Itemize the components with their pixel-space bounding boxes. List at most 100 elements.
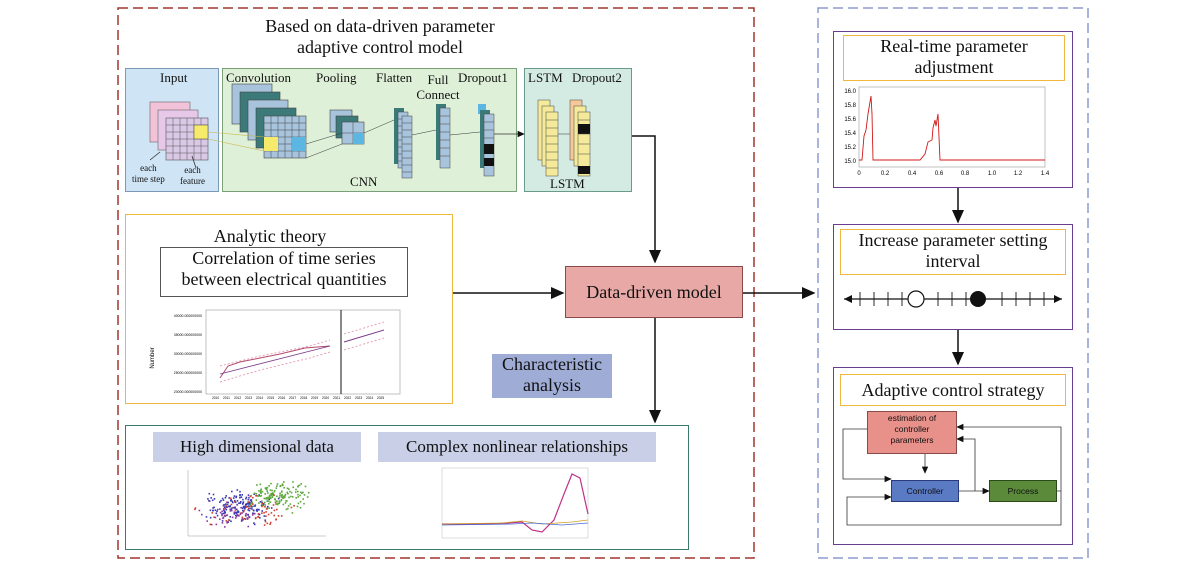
scatter-point [268,498,271,501]
scatter-point [279,494,281,497]
scatter-point [268,497,271,499]
scatter-point [271,493,274,496]
scatter-point [299,494,301,497]
scatter-point [295,497,297,499]
dropout2-label: Dropout2 [572,70,622,85]
scatter-point [247,513,249,516]
scatter-point [248,496,250,499]
scatter-point [242,501,245,503]
scatter-point [247,501,249,503]
scatter-point [293,505,295,507]
scatter-point [242,519,244,521]
scatter-point [297,502,300,505]
scatter-point [241,494,243,496]
scatter-point [287,492,289,495]
scatter-point [251,506,253,508]
scatter-point [287,505,290,507]
ytick: 20000.000000000 [174,390,202,394]
scatter-point [263,511,265,514]
scatter-point [227,519,230,521]
scatter-point [266,486,269,489]
scatter-point [213,506,215,509]
ytick: 15.8 [844,103,856,109]
scatter-point [284,502,287,504]
scatter-point [261,490,264,493]
scatter-point [225,504,227,507]
scatter-point [275,500,278,502]
scatter-point [273,509,276,512]
scatter-point [241,507,244,509]
scatter-point [212,509,214,512]
scatter-point [278,500,281,502]
scatter-point [256,495,258,497]
scatter-point [227,501,229,504]
scatter-point [260,488,262,491]
scatter-point [231,500,234,503]
scatter-point [270,492,272,495]
scatter-point [278,501,281,503]
scatter-point [230,509,233,512]
scatter-point [243,509,245,512]
scatter-point [242,498,244,501]
scatter-point [224,512,226,514]
scatter-point [268,507,270,509]
estimation-line-1: estimation of [887,413,937,423]
characteristic-line-2: analysis [523,375,581,395]
scatter-point [283,496,286,499]
scatter-point [213,516,215,518]
scatter-point [226,521,229,523]
nonlinear-plot [441,467,589,539]
scatter-point [239,494,241,497]
scatter-point [245,506,248,508]
scatter-point [248,515,250,518]
scatter-point [265,515,267,517]
scatter-point [240,501,242,503]
scatter-point [264,493,266,495]
scatter-point [259,490,262,493]
each-time-step-label: each time step [132,163,165,184]
scatter-point [225,495,227,497]
scatter-point [242,509,244,512]
scatter-point [233,495,236,497]
realtime-title-line-2: adjustment [914,57,994,77]
xtick: 2024 [366,396,373,400]
scatter-point [248,509,251,512]
scatter-point [259,491,262,494]
scatter-point [207,498,209,500]
scatter-point [303,494,306,496]
scatter-point [278,496,281,499]
scatter-point [250,505,252,507]
scatter-point [225,520,228,522]
scatter-point [264,519,266,521]
scatter-point [273,490,276,493]
scatter-point [264,487,267,489]
scatter-point [281,493,283,496]
scatter-point [219,501,221,503]
correlation-box: Correlation of time series between elect… [160,247,408,297]
scatter-point [291,496,294,498]
scatter-point [260,489,262,492]
scatter-point [219,511,222,514]
scatter-point [210,523,213,526]
scatter-point [297,490,299,493]
scatter-point [276,495,278,498]
scatter-point [288,488,290,490]
scatter-point [247,498,250,501]
scatter-point [216,514,219,517]
scatter-point [269,523,271,525]
scatter-point [235,515,238,518]
control-loop-diagram [842,423,1062,526]
nonlinear-label: Complex nonlinear relationships [378,432,656,462]
scatter-point [236,504,239,506]
correlation-line-2: between electrical quantities [181,269,387,289]
scatter-point [208,500,211,502]
interval-panel [833,224,1073,330]
ytick: 15.2 [844,145,856,151]
scatter-point [272,504,275,506]
scatter-point [263,515,266,517]
scatter-point [282,503,285,506]
scatter-point [297,493,299,496]
ytick: 30000.000000000 [174,352,202,356]
scatter-point [239,502,242,504]
